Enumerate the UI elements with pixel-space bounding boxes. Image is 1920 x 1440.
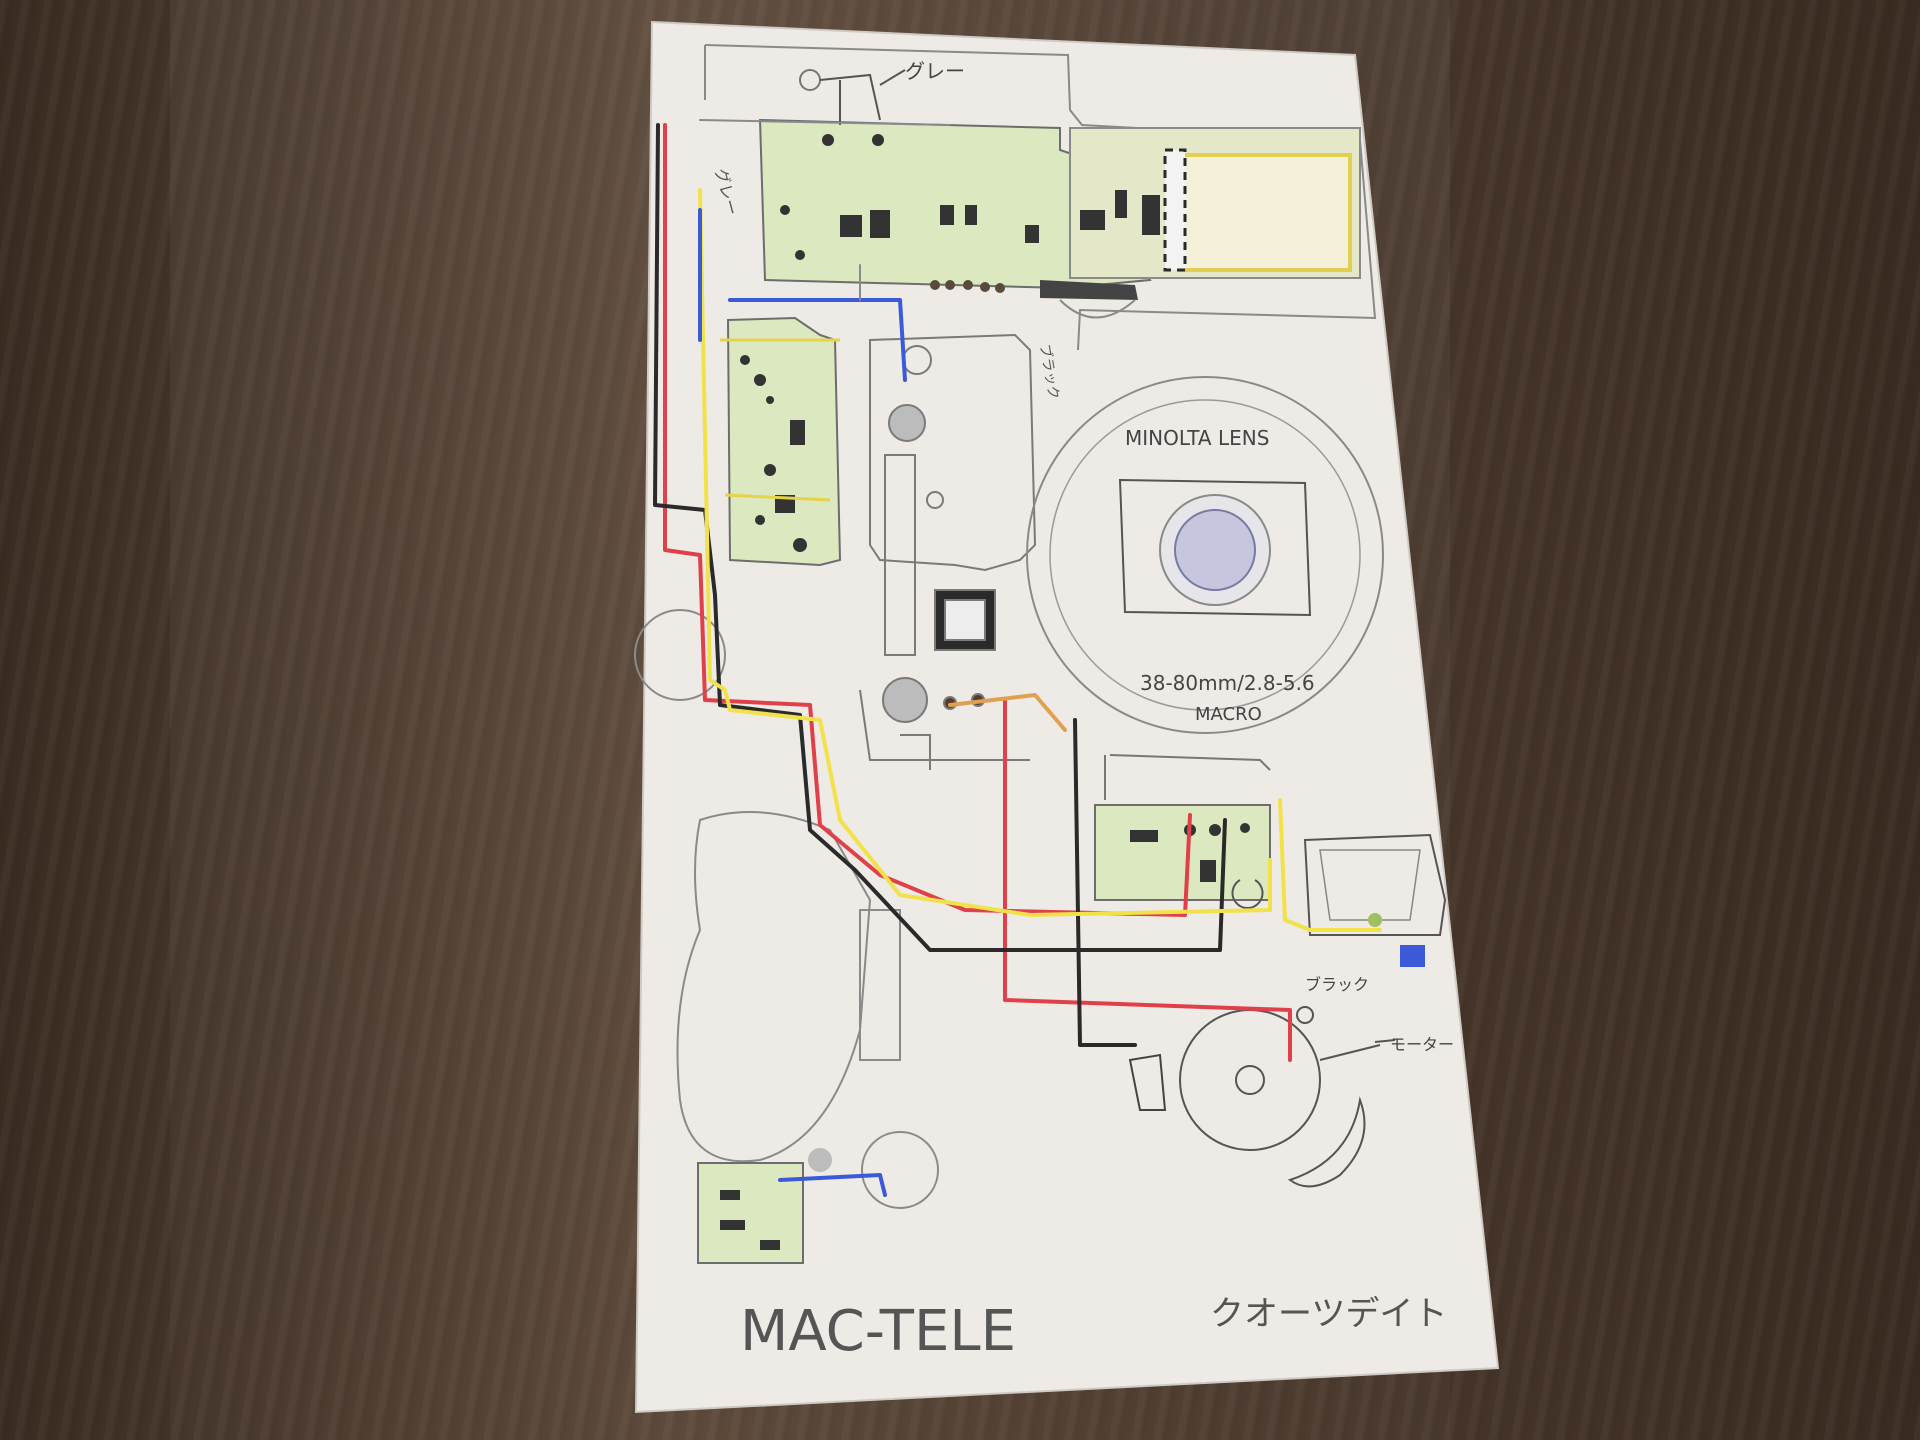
lens-spec: 38-80mm/2.8-5.6 [1140, 671, 1315, 695]
gray-annotation-label: グレー [905, 59, 965, 83]
lens-title: MINOLTA LENS [1125, 426, 1269, 450]
pcb-components [780, 134, 1160, 260]
red-wire-motor [1003, 698, 1292, 1062]
black-wire-motor [1073, 718, 1137, 1047]
lens-mode: MACRO [1195, 704, 1262, 725]
yellow-wire-right [1278, 798, 1382, 932]
blue-wire-main [698, 208, 907, 382]
gray-wire-annotation: グレー [799, 59, 965, 125]
minolta-lens-drawing: MINOLTA LENS 38-80mm/2.8-5.6 MACRO [1026, 376, 1384, 734]
date-version-title: クオーツデイト [1210, 1294, 1447, 1334]
model-title: MAC-TELE [740, 1299, 1016, 1364]
black-wire-main [653, 123, 1227, 952]
wiring-harness [653, 119, 1382, 1197]
center-mechanism [859, 333, 1037, 770]
main-circuit-board [758, 118, 1361, 319]
motor-annotation: モーター [1390, 1035, 1454, 1054]
paper-sheet [634, 20, 1500, 1414]
blue-wire-bottom [778, 1173, 887, 1197]
left-circuit-board [720, 316, 842, 567]
right-small-circuit-board [1094, 754, 1271, 909]
gray-wire [699, 119, 951, 301]
orange-wire [948, 693, 1067, 732]
yellow-wire-main [698, 188, 1272, 917]
right-shutter-mechanism: ブラック [1303, 833, 1447, 994]
motor-drawing: モーター [1128, 1006, 1454, 1188]
black-wire-annotation-bottom: ブラック [1305, 975, 1369, 994]
